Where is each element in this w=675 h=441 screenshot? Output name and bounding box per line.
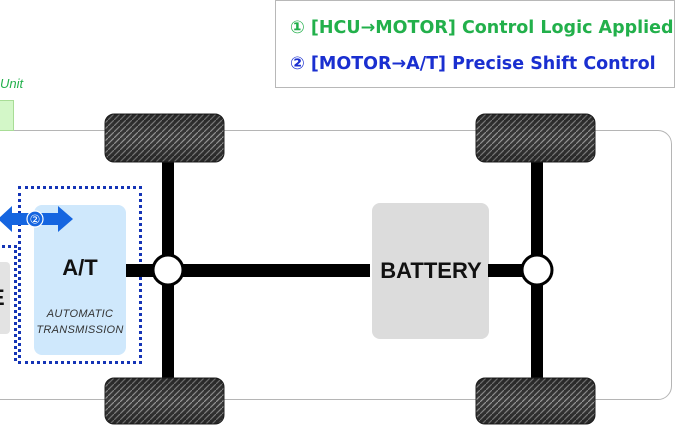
tire-front-right xyxy=(104,377,225,425)
drive-shaft-front xyxy=(126,264,370,277)
unit-label: Unit xyxy=(0,76,24,91)
arrow-number-label: ② xyxy=(30,213,41,227)
tire-rear-left xyxy=(475,113,596,163)
engine-box-partial xyxy=(0,262,10,334)
engine-label-partial: E xyxy=(0,285,5,311)
transmission-box: A/T AUTOMATIC TRANSMISSION xyxy=(34,205,126,355)
transmission-label: A/T xyxy=(62,255,98,280)
legend-box: ① [HCU→MOTOR] Control Logic Applied ② [M… xyxy=(275,0,675,88)
motor-at-double-arrow: ② xyxy=(0,206,73,232)
legend-item-hcu-motor: ① [HCU→MOTOR] Control Logic Applied xyxy=(290,18,674,38)
transmission-caption: AUTOMATIC TRANSMISSION xyxy=(20,306,140,338)
transmission-caption-line1: AUTOMATIC xyxy=(46,308,114,320)
battery-label: BATTERY xyxy=(380,258,482,283)
transmission-caption-line2: TRANSMISSION xyxy=(36,324,124,336)
tire-front-left xyxy=(104,113,225,163)
control-unit-box xyxy=(0,100,14,131)
rear-differential xyxy=(520,253,554,287)
front-differential xyxy=(151,253,185,287)
tire-rear-right xyxy=(475,377,596,425)
legend-item-motor-at: ② [MOTOR→A/T] Precise Shift Control xyxy=(290,54,656,74)
engine-dotted-boundary xyxy=(0,245,17,361)
battery-box xyxy=(372,203,489,339)
